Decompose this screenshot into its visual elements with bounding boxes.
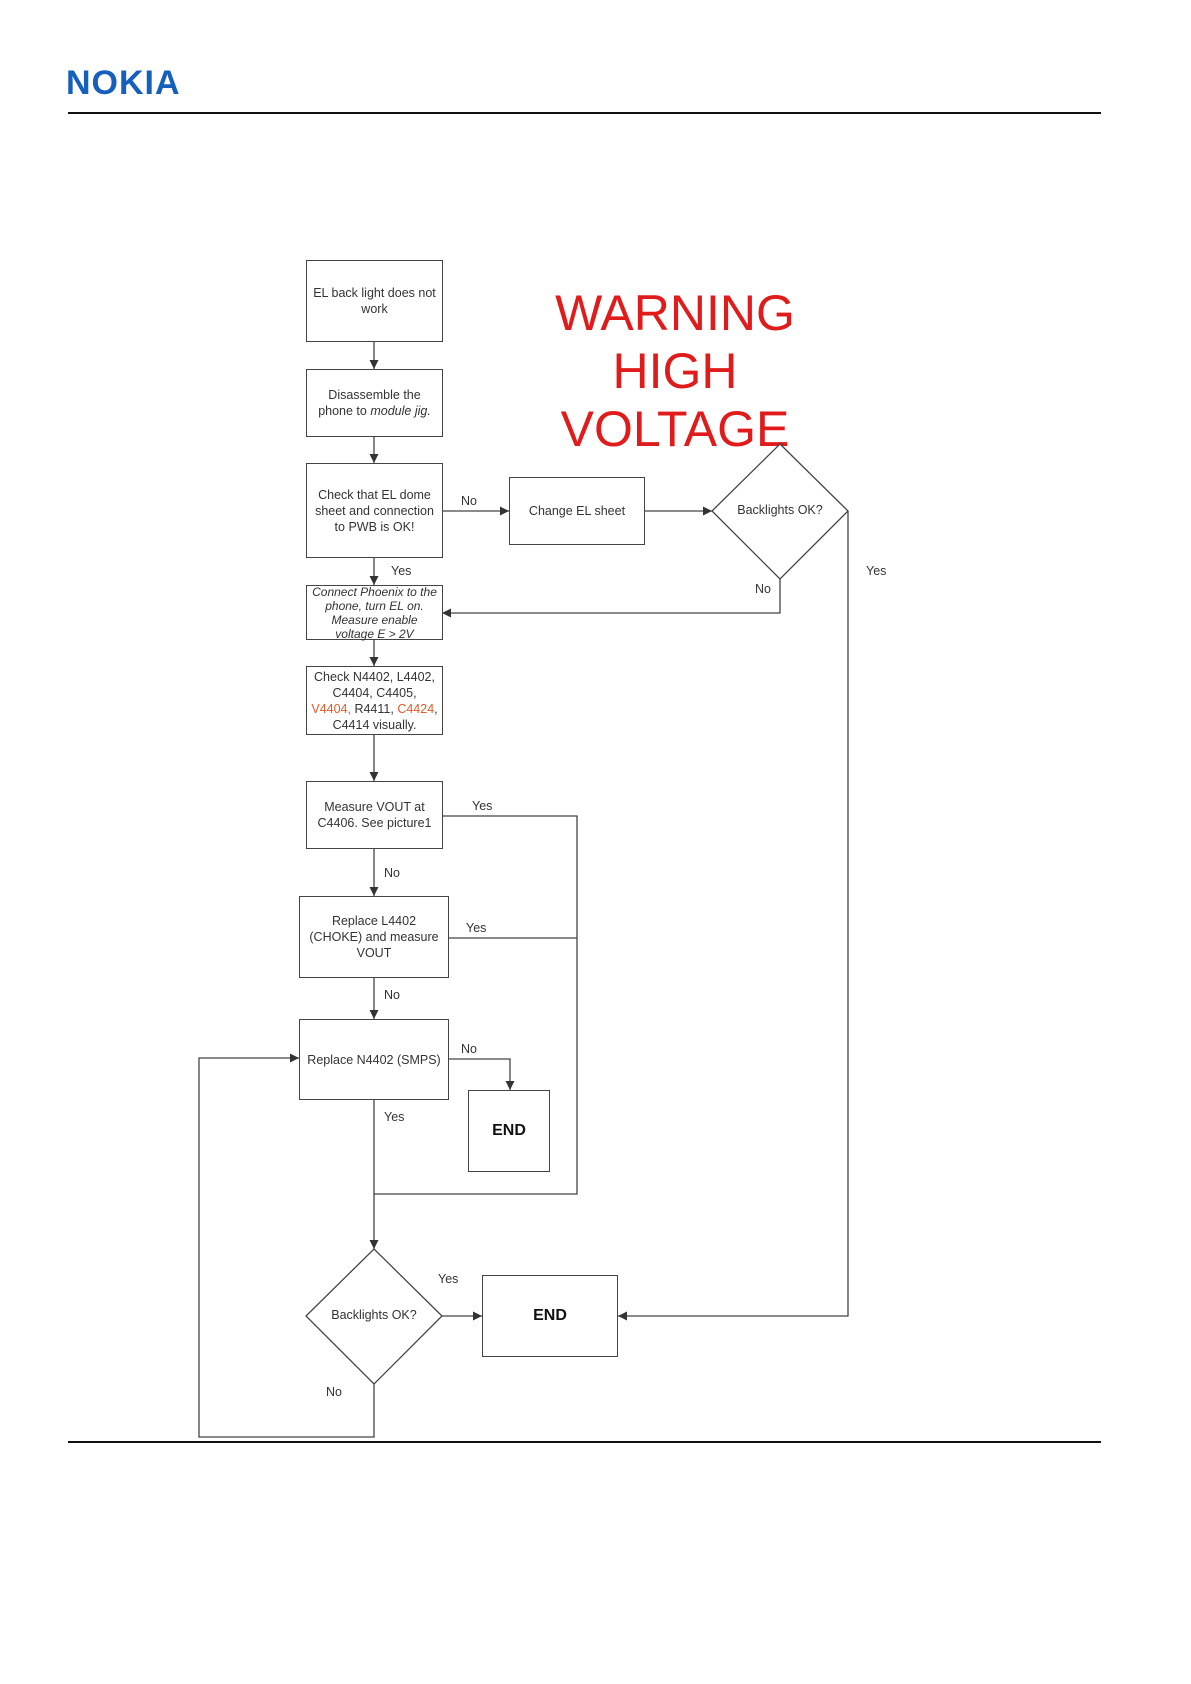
node-end-2: END: [482, 1275, 618, 1357]
components-highlight-2: C4424: [397, 701, 435, 716]
disassemble-italic: module jig.: [370, 404, 431, 418]
node-connect-phoenix-text: Connect Phoenix to the phone, turn EL on…: [312, 584, 437, 641]
label-bl1-no: No: [755, 582, 771, 596]
node-end-1: END: [468, 1090, 550, 1172]
warning-line-2: HIGH: [612, 343, 738, 399]
components-part-2: R4411,: [350, 701, 398, 716]
node-end-2-text: END: [533, 1307, 567, 1324]
label-choke-yes: Yes: [466, 921, 487, 935]
node-check-components: Check N4402, L4402, C4404, C4405, V4404,…: [306, 666, 443, 735]
node-check-dome-text: Check that EL dome sheet and connection …: [315, 487, 434, 534]
node-el-backlight-text: EL back light does not work: [313, 286, 436, 316]
node-change-el-sheet: Change EL sheet: [509, 477, 645, 545]
node-disassemble-text: Disassemble the phone to module jig.: [311, 387, 438, 419]
node-end-1-text: END: [492, 1122, 526, 1139]
node-connect-phoenix: Connect Phoenix to the phone, turn EL on…: [306, 584, 443, 641]
disassemble-prefix: Disassemble the phone to: [318, 388, 421, 418]
components-part-1: Check N4402, L4402, C4404, C4405,: [314, 669, 435, 700]
label-bl1-yes: Yes: [866, 564, 887, 578]
node-check-components-text: Check N4402, L4402, C4404, C4405, V4404,…: [311, 669, 438, 733]
warning-line-3: VOLTAGE: [560, 401, 790, 457]
decision-1-text: Backlights OK?: [737, 503, 823, 517]
node-check-dome: Check that EL dome sheet and connection …: [306, 463, 443, 558]
label-vout-yes: Yes: [472, 799, 493, 813]
label-bl2-yes: Yes: [438, 1272, 459, 1286]
edge-smps-no: [449, 1058, 515, 1090]
node-el-backlight-fault: EL back light does not work: [306, 260, 443, 342]
decision-1-label: Backlights OK?: [720, 503, 840, 517]
label-dome-no: No: [461, 494, 477, 508]
components-highlight-1: V4404,: [311, 701, 351, 716]
warning-line-1: WARNING: [555, 285, 795, 341]
node-replace-n4402-text: Replace N4402 (SMPS): [307, 1052, 441, 1067]
node-replace-n4402: Replace N4402 (SMPS): [299, 1019, 449, 1100]
edge-diamond2-no: [198, 1053, 375, 1438]
label-choke-no: No: [384, 988, 400, 1002]
label-bl2-no: No: [326, 1385, 342, 1399]
node-measure-vout: Measure VOUT at C4406. See picture1: [306, 781, 443, 849]
label-smps-yes: Yes: [384, 1110, 405, 1124]
label-vout-no: No: [384, 866, 400, 880]
edge-diamond1-yes: [618, 511, 849, 1321]
edge-vout-yes: [374, 815, 578, 1195]
edge-diamond1-no: [442, 579, 781, 618]
node-disassemble: Disassemble the phone to module jig.: [306, 369, 443, 437]
node-measure-vout-text: Measure VOUT at C4406. See picture1: [317, 800, 432, 830]
header-rule: [68, 112, 1101, 114]
decision-2-text: Backlights OK?: [331, 1308, 417, 1322]
high-voltage-warning: WARNING HIGH VOLTAGE: [520, 284, 830, 458]
node-change-el-text: Change EL sheet: [528, 504, 626, 518]
node-replace-l4402-text: Replace L4402 (CHOKE) and measure VOUT: [309, 914, 439, 960]
components-part-3: , C4414 visually.: [332, 701, 438, 732]
footer-rule: [68, 1441, 1101, 1443]
label-smps-no: No: [461, 1042, 477, 1056]
decision-2-label: Backlights OK?: [314, 1308, 434, 1322]
node-replace-l4402: Replace L4402 (CHOKE) and measure VOUT: [299, 896, 449, 978]
nokia-logo: NOKIA: [66, 64, 181, 102]
label-dome-yes: Yes: [391, 564, 412, 578]
